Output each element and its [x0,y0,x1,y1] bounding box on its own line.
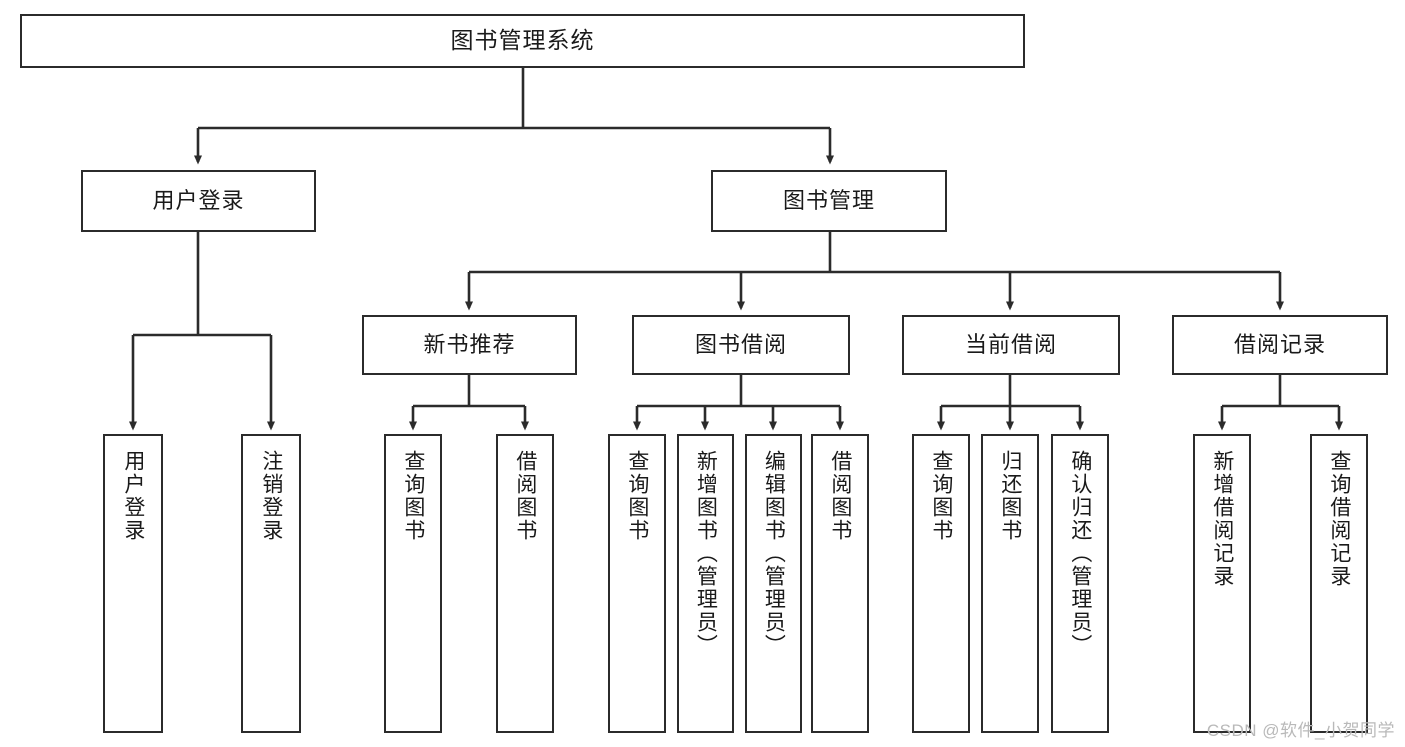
leaf-label: 查询图书 [625,450,649,542]
leaf-label: 用户登录 [121,450,145,542]
node-book-management[interactable]: 图书管理 [711,170,947,232]
leaf-book-borrow-edit[interactable]: 编辑图书（管理员） [745,434,802,733]
node-label: 图书管理系统 [450,27,595,54]
leaf-label: 查询借阅记录 [1327,450,1351,588]
leaf-new-book-query[interactable]: 查询图书 [384,434,442,733]
leaf-user-login-logout[interactable]: 注销登录 [241,434,301,733]
leaf-book-borrow-add[interactable]: 新增图书（管理员） [677,434,734,733]
node-root-system[interactable]: 图书管理系统 [20,14,1025,68]
leaf-borrow-record-query[interactable]: 查询借阅记录 [1310,434,1368,733]
node-user-login[interactable]: 用户登录 [81,170,316,232]
node-borrow-record[interactable]: 借阅记录 [1172,315,1388,375]
node-label: 图书借阅 [694,331,787,357]
leaf-label: 借阅图书 [828,450,852,542]
leaf-book-borrow-borrow[interactable]: 借阅图书 [811,434,869,733]
leaf-label: 编辑图书（管理员） [762,450,786,657]
leaf-label: 新增借阅记录 [1210,450,1234,588]
leaf-label: 新增图书（管理员） [694,450,718,657]
node-label: 新书推荐 [423,331,516,357]
node-new-book-recommend[interactable]: 新书推荐 [362,315,577,375]
leaf-book-borrow-query[interactable]: 查询图书 [608,434,666,733]
leaf-borrow-record-add[interactable]: 新增借阅记录 [1193,434,1251,733]
leaf-label: 确认归还（管理员） [1068,450,1092,657]
leaf-label: 归还图书 [998,450,1022,542]
node-label: 借阅记录 [1233,331,1326,357]
leaf-label: 查询图书 [929,450,953,542]
node-label: 用户登录 [152,187,245,213]
watermark: CSDN @软件_小贺同学 [1206,721,1395,740]
leaf-current-borrow-return[interactable]: 归还图书 [981,434,1039,733]
leaf-current-borrow-query[interactable]: 查询图书 [912,434,970,733]
node-current-borrow[interactable]: 当前借阅 [902,315,1120,375]
leaf-new-book-borrow[interactable]: 借阅图书 [496,434,554,733]
node-label: 当前借阅 [964,331,1057,357]
leaf-current-borrow-confirm[interactable]: 确认归还（管理员） [1051,434,1109,733]
leaf-label: 查询图书 [401,450,425,542]
node-book-borrow[interactable]: 图书借阅 [632,315,850,375]
leaf-user-login-login[interactable]: 用户登录 [103,434,163,733]
node-label: 图书管理 [782,187,875,213]
leaf-label: 注销登录 [259,450,283,542]
leaf-label: 借阅图书 [513,450,537,542]
